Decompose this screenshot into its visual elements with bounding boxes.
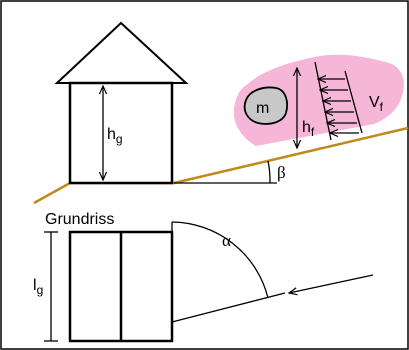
slope-angle-label: β: [277, 163, 286, 182]
house-height-label: hg: [107, 126, 123, 146]
plan-length-label: lg: [33, 277, 43, 297]
house-body: [68, 81, 174, 185]
boulder: [243, 86, 289, 125]
impact-direction-line: [171, 292, 286, 323]
debris-flow-area: [233, 54, 404, 146]
plan-title: Grundriss: [45, 211, 114, 228]
house-roof: [54, 21, 189, 84]
impact-angle-label: α: [222, 231, 231, 250]
impact-arrow: [289, 274, 374, 293]
flow-volume-label: Vf: [369, 94, 384, 114]
mass-label: m: [256, 100, 269, 117]
plan-length-dimension: [44, 231, 58, 342]
velocity-profile: [314, 61, 363, 141]
impact-angle-arc: [171, 221, 269, 299]
flow-height-label: hf: [302, 119, 315, 139]
slope-angle-arc: [267, 160, 271, 184]
